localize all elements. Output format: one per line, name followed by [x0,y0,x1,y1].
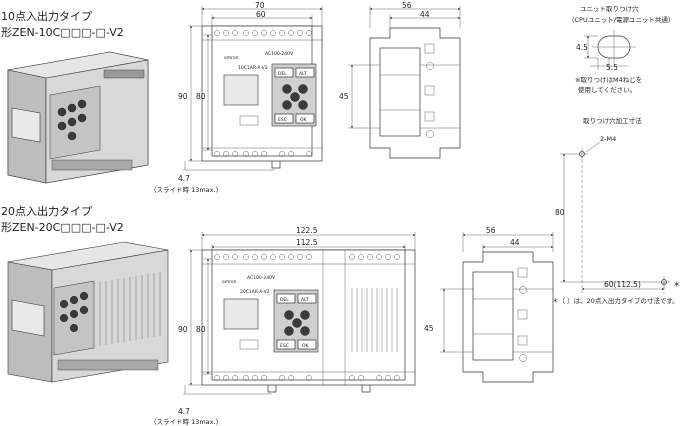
model-plate-20: 20C1AR-A-V2 [240,289,270,295]
dim-112-5: 112.5 [296,238,318,247]
section-bottom-title: 20点入出力タイプ [1,204,92,218]
dim-56-20: 56 [486,226,496,235]
dim-60: 60 [256,10,266,19]
dim-122-5: 122.5 [296,226,318,235]
expansion-vents [351,288,398,352]
mount-hole-subtitle: （CPUユニット/電源ユニット共通） [568,15,674,24]
din-hook [271,161,281,169]
dim-44: 44 [420,10,430,19]
dim-56: 56 [402,1,412,10]
dim-45-20: 45 [424,324,434,333]
dim-45: 45 [339,92,349,101]
svg-text:ESC: ESC [278,117,287,123]
svg-text:DEL: DEL [278,71,287,77]
terminal-row-top [214,30,312,36]
dim-70: 70 [255,1,265,10]
svg-text:ALT: ALT [299,71,307,77]
arrow-right-button [298,84,308,94]
section-top-model: 形ZEN-10C□□□-□-V2 [1,26,124,39]
svg-text:OK: OK [300,117,308,123]
panel-dim-80: 80 [555,208,565,217]
arrow-up-button [290,92,300,102]
voltage-label-20: AC100-240V [247,275,276,281]
front-view-10pt: omron AC100-240V 10C1AR-A-V2 DEL ALT ESC… [201,25,323,169]
dim-80-20: 80 [196,325,206,334]
dim-80: 80 [196,92,206,101]
memory-slot [239,115,259,126]
brand-label: omron [224,55,239,61]
lcd-display-20 [223,298,259,330]
dim-90: 90 [178,92,188,101]
mount-hole-title: ユニット取りつけ穴 [580,4,639,13]
panel-dim-60: 60(112.5) [604,280,641,289]
terminal-row-bottom-20 [214,375,400,381]
mount-note-2: 使用してください。 [578,85,636,94]
arrow-left-button [282,84,292,94]
dim-slide-20: 4.7 [178,407,190,416]
section-top-title: 10点入出力タイプ [1,9,92,23]
model-plate: 10C1AR-A-V2 [238,65,268,71]
panel-cut-holes [576,148,670,288]
lcd-display [223,74,259,106]
section-bottom-model: 形ZEN-20C□□□-□-V2 [1,221,124,234]
product-image-10pt [7,51,149,184]
terminal-row-bottom [214,151,312,157]
voltage-label: AC100-240V [265,51,294,57]
panel-note: ＊（ ）は、20点入出力タイプの寸法です。 [552,296,679,305]
svg-text:OK: OK [302,343,310,349]
panel-star: ＊ [673,280,681,289]
front-view-20pt: omron AC100-240V 20C1AR-A-V2 DEL ALT ESC… [201,249,416,393]
mount-dim-55: 5.5 [606,63,618,72]
dim-90-20: 90 [178,325,188,334]
svg-text:DEL: DEL [280,297,289,303]
brand-label-20: omron [222,279,237,285]
side-view-10pt [369,27,461,159]
mount-note-1: ※取りつけはM4ねじを [575,76,642,84]
side-view-20pt [462,251,554,383]
panel-cut-title: 取りつけ穴加工寸法 [583,116,642,125]
svg-text:ALT: ALT [301,297,309,303]
dim-44-20: 44 [510,238,520,247]
mount-dim-45: 4.5 [576,43,588,52]
dim-slide: 4.7 [178,174,190,183]
svg-text:ESC: ESC [280,343,289,349]
product-image-20pt [7,241,169,383]
slide-note: （スライド時 13max.） [150,186,222,194]
terminal-row-top-20 [214,254,400,260]
hole-label: 2-M4 [600,135,616,143]
slide-note-20: （スライド時 13max.） [150,418,222,426]
